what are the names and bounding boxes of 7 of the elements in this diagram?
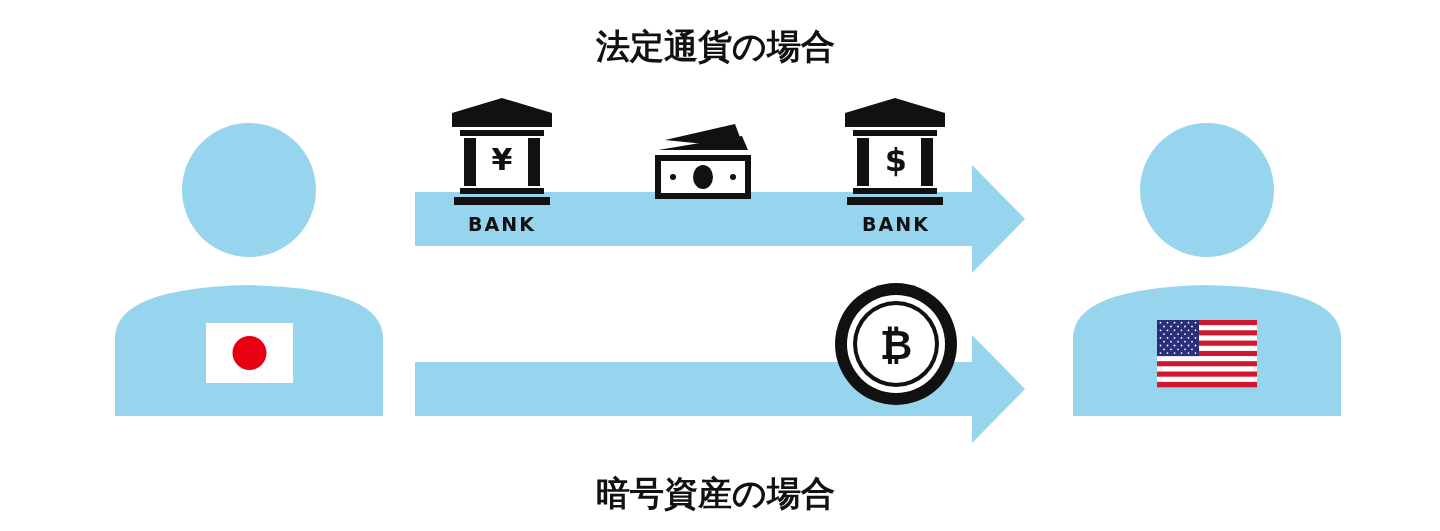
currency-symbol: ¥ [491,145,513,175]
heading: 法定通貨の場合 [595,29,835,63]
bank-label: BANK [468,214,536,234]
bank-label: BANK [862,214,930,234]
heading: 暗号資産の場合 [595,476,835,510]
currency-symbol: ₿ [879,325,913,365]
currency-symbol: $ [884,144,908,176]
